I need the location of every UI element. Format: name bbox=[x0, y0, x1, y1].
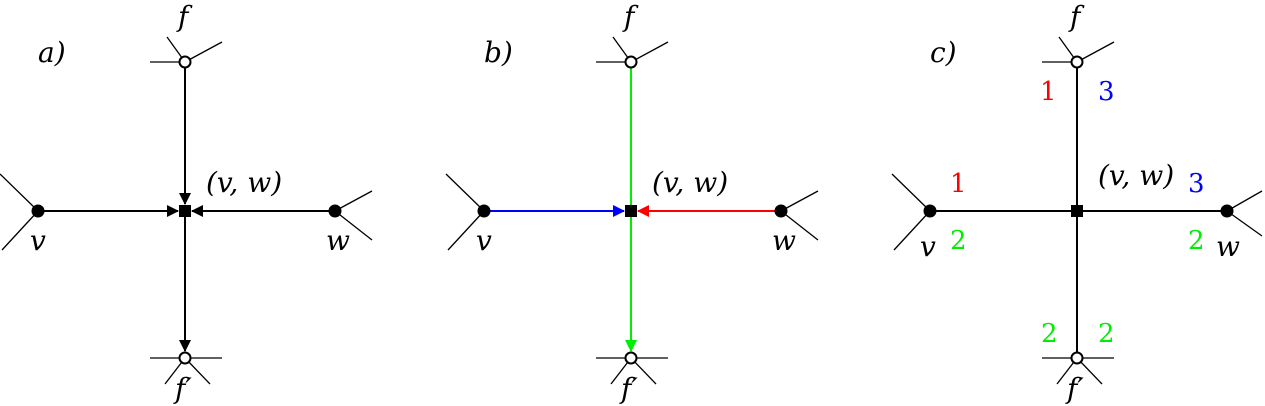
panel-c-node-f-prime bbox=[1070, 351, 1084, 365]
panel-a-label-w: w bbox=[326, 224, 350, 257]
panel-c-number-bottom-left: 2 bbox=[1041, 319, 1058, 349]
panel-a-node-vw bbox=[179, 205, 191, 217]
panel-a: a) f f′ v w (v, w) bbox=[0, 0, 373, 405]
panel-c-number-left-bottom: 2 bbox=[950, 226, 967, 256]
panel-b: b) f f′ v w (v, w) bbox=[445, 0, 819, 405]
panel-b-node-w bbox=[774, 204, 788, 218]
panel-a-node-f bbox=[178, 55, 192, 69]
panel-c-number-top-right: 3 bbox=[1098, 77, 1115, 107]
panel-c-node-w bbox=[1220, 204, 1234, 218]
panel-c-node-f bbox=[1070, 55, 1084, 69]
panel-c-number-right-bottom: 2 bbox=[1188, 226, 1205, 256]
panel-b-node-v bbox=[477, 204, 491, 218]
panel-c-label-vw: (v, w) bbox=[1098, 159, 1174, 192]
panel-a-node-w bbox=[328, 204, 342, 218]
panel-b-tag: b) bbox=[484, 36, 513, 69]
panel-c-label-f-prime: f′ bbox=[1065, 372, 1084, 405]
panel-c-label-w: w bbox=[1216, 230, 1240, 263]
panel-c-number-left-top: 1 bbox=[950, 169, 967, 199]
panel-a-label-f: f bbox=[176, 0, 193, 33]
panel-a-label-f-prime: f′ bbox=[173, 372, 192, 405]
panel-c-label-v: v bbox=[920, 230, 936, 263]
panel-b-label-vw: (v, w) bbox=[652, 166, 728, 199]
panel-b-node-f bbox=[624, 55, 638, 69]
panel-c-label-f: f bbox=[1068, 0, 1085, 33]
panel-c-number-bottom-right: 2 bbox=[1098, 319, 1115, 349]
panel-c-node-v bbox=[923, 204, 937, 218]
panel-b-label-v: v bbox=[476, 224, 492, 257]
panel-a-label-v: v bbox=[30, 224, 46, 257]
panel-a-tag: a) bbox=[38, 36, 66, 69]
panel-c-number-top-left: 1 bbox=[1040, 77, 1057, 107]
panel-c-node-vw bbox=[1071, 205, 1083, 217]
panel-c-number-right-top: 3 bbox=[1188, 169, 1205, 199]
panel-a-label-vw: (v, w) bbox=[206, 166, 282, 199]
panel-b-label-f: f bbox=[622, 0, 639, 33]
panel-a-node-v bbox=[31, 204, 45, 218]
panel-b-node-vw bbox=[625, 205, 637, 217]
panel-b-label-w: w bbox=[772, 224, 796, 257]
panel-a-node-f-prime bbox=[178, 351, 192, 365]
panel-c: c) f f′ v w (v, w) 1 3 1 2 bbox=[891, 0, 1263, 405]
panel-c-tag: c) bbox=[930, 36, 957, 69]
panel-b-label-f-prime: f′ bbox=[619, 372, 638, 405]
panel-b-node-f-prime bbox=[624, 351, 638, 365]
